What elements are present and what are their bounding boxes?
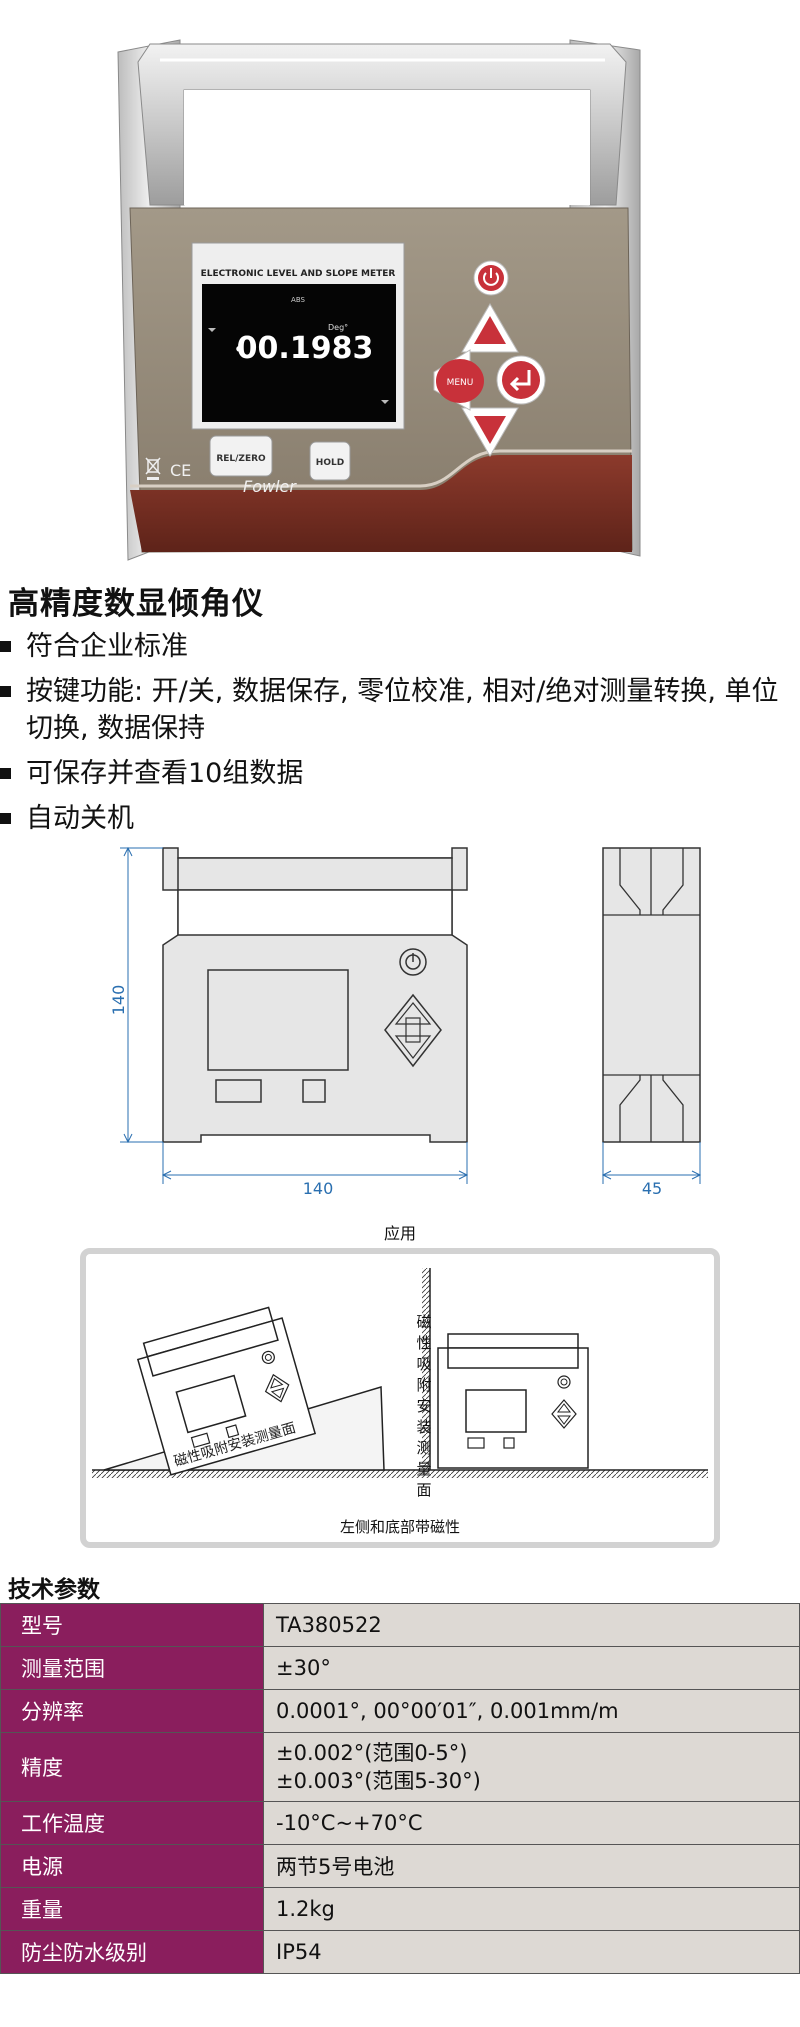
feature-text: 可保存并查看10组数据 <box>26 758 304 789</box>
spec-key: 工作温度 <box>0 1801 264 1845</box>
spec-value-line: ±0.002°(范围0-5°) <box>276 1741 468 1765</box>
spec-row: 分辨率 0.0001°, 00°00′01″, 0.001mm/m <box>0 1689 800 1733</box>
spec-value-line: 1.2kg <box>276 1897 335 1921</box>
application-title: 应用 <box>383 1224 416 1243</box>
down-button[interactable] <box>461 407 519 457</box>
screen-reading: 00.1983 <box>237 331 374 366</box>
rel-zero-label: REL/ZERO <box>216 454 266 464</box>
spec-key: 分辨率 <box>0 1689 264 1733</box>
spec-row: 工作温度 -10°C~+70°C <box>0 1801 800 1845</box>
spec-row: 重量 1.2kg <box>0 1887 800 1931</box>
product-photo: ELECTRONIC LEVEL AND SLOPE METER ABS Deg… <box>117 39 641 561</box>
recycle-bin-icon <box>145 457 161 480</box>
spec-value: 1.2kg <box>263 1887 800 1931</box>
feature-text: 按键功能: 开/关, 数据保存, 零位校准, 相对/绝对测量转换, 单位切换, … <box>26 676 779 744</box>
spec-table: 型号 TA380522 测量范围 ±30° 分辨率 0.0001°, 00°00′01″,… <box>0 1603 800 1974</box>
product-title: 高精度数显倾角仪 <box>8 586 264 622</box>
depth-dimension-label: 45 <box>642 1179 662 1198</box>
spec-value-line: 两节5号电池 <box>276 1855 395 1879</box>
spec-value-line: ±0.003°(范围5-30°) <box>276 1769 481 1793</box>
spec-row: 电源两节5号电池 <box>0 1844 800 1888</box>
spec-key: 型号 <box>0 1603 264 1647</box>
feature-item: 符合企业标准 <box>0 628 800 665</box>
height-dimension-label: 140 <box>109 985 128 1016</box>
application-diagram: 磁性吸附安装测量面 磁性吸附安装测量面 左侧和底部带磁性 <box>80 1248 720 1548</box>
enter-button[interactable] <box>496 355 546 405</box>
spec-row: 精度 ±0.002°(范围0-5°) ±0.003°(范围5-30°) <box>0 1732 800 1802</box>
spec-value-line: IP54 <box>276 1940 322 1964</box>
wall-mount-label: 磁性吸附安装测量面 <box>416 1313 432 1499</box>
screen-unit: Deg° <box>328 323 348 332</box>
brand-logo: Fowler <box>243 477 297 496</box>
spec-key: 测量范围 <box>0 1646 264 1690</box>
screen-mode: ABS <box>291 296 305 304</box>
spec-value: ±30° <box>263 1646 800 1690</box>
square-bullet-icon <box>0 686 11 697</box>
square-bullet-icon <box>0 768 11 779</box>
width-dimension-label: 140 <box>303 1179 334 1198</box>
spec-title: 技术参数 <box>8 1577 100 1603</box>
hold-button[interactable]: HOLD <box>309 441 351 481</box>
spec-value-line: ±30° <box>276 1656 331 1680</box>
spec-value-line: -10°C~+70°C <box>276 1811 423 1835</box>
spec-key: 电源 <box>0 1844 264 1888</box>
spec-row: 防尘防水级别 IP54 <box>0 1930 800 1974</box>
square-bullet-icon <box>0 641 11 652</box>
screen-header: ELECTRONIC LEVEL AND SLOPE METER <box>201 269 396 279</box>
menu-label: MENU <box>447 378 474 388</box>
magnet-note: 左侧和底部带磁性 <box>339 1518 460 1536</box>
spec-value-line: 0.0001°, 00°00′01″, 0.001mm/m <box>276 1699 619 1723</box>
power-button[interactable] <box>473 260 509 296</box>
rel-zero-button[interactable]: REL/ZERO <box>209 435 273 477</box>
square-bullet-icon <box>0 813 11 824</box>
spec-value: ±0.002°(范围0-5°) ±0.003°(范围5-30°) <box>263 1732 800 1802</box>
dimension-drawing: 140 140 45 <box>109 846 702 1198</box>
spec-value-line: TA380522 <box>276 1613 382 1637</box>
spec-row: 型号 TA380522 <box>0 1603 800 1647</box>
spec-key: 防尘防水级别 <box>0 1930 264 1974</box>
svg-text:•: • <box>234 340 244 359</box>
feature-text: 符合企业标准 <box>26 631 188 662</box>
spec-value: TA380522 <box>263 1603 800 1647</box>
feature-item: 自动关机 <box>0 800 800 837</box>
menu-button[interactable]: MENU <box>433 349 484 411</box>
feature-text: 自动关机 <box>26 803 134 834</box>
hold-label: HOLD <box>316 458 344 468</box>
spec-value: -10°C~+70°C <box>263 1801 800 1845</box>
spec-row: 测量范围 ±30° <box>0 1646 800 1690</box>
spec-value: IP54 <box>263 1930 800 1974</box>
spec-key: 重量 <box>0 1887 264 1931</box>
spec-value: 两节5号电池 <box>263 1844 800 1888</box>
feature-item: 可保存并查看10组数据 <box>0 755 800 792</box>
up-button[interactable] <box>461 303 519 353</box>
spec-value: 0.0001°, 00°00′01″, 0.001mm/m <box>263 1689 800 1733</box>
ce-mark: CE <box>170 461 191 480</box>
spec-key: 精度 <box>0 1732 264 1802</box>
feature-item: 按键功能: 开/关, 数据保存, 零位校准, 相对/绝对测量转换, 单位切换, … <box>0 673 800 747</box>
feature-list: 符合企业标准按键功能: 开/关, 数据保存, 零位校准, 相对/绝对测量转换, … <box>0 628 800 845</box>
